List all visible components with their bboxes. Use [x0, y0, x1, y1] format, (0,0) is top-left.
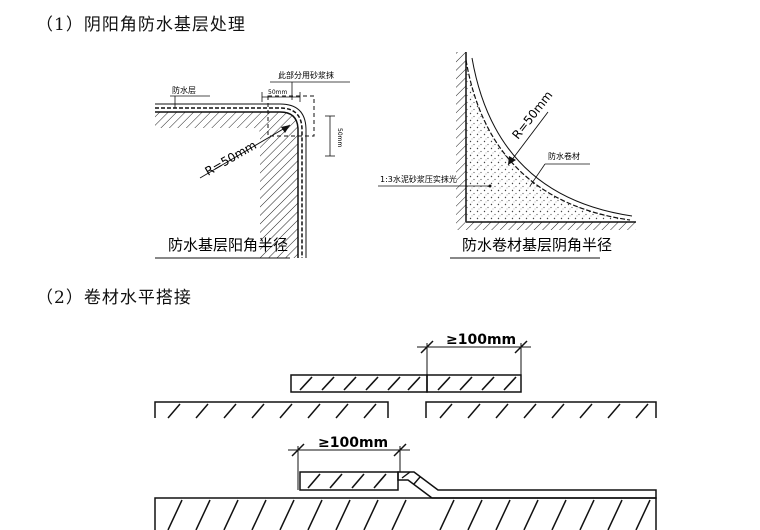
lap-diagram-bottom: [154, 443, 657, 530]
dim-horizontal-label: 50mm: [268, 89, 287, 96]
floor-hatch: [456, 222, 636, 230]
mortar-label: 此部分用砂浆抹: [278, 70, 334, 80]
internal-radius-label: R=50mm: [509, 88, 555, 142]
section-1-heading: （1）阴阳角防水基层处理: [36, 15, 246, 35]
lap-diagram-top: [154, 340, 657, 419]
external-corner-caption: 防水基层阳角半径: [168, 236, 288, 254]
external-corner-figure: [155, 81, 350, 259]
mortar-zone-box: [267, 95, 315, 137]
lap-top-dimension: ≥100mm: [446, 332, 516, 348]
wall-hatch: [456, 52, 466, 222]
internal-corner-figure: [378, 52, 636, 259]
membrane-curve: [465, 59, 631, 221]
dim-vertical-label: 50mm: [336, 128, 343, 147]
section-2-heading: （2）卷材水平搭接: [36, 288, 192, 308]
internal-corner-caption: 防水卷材基层阴角半径: [462, 236, 612, 254]
external-corner-concrete: [155, 112, 298, 258]
mortar-fill: [466, 60, 630, 222]
lap-bottom-dimension: ≥100mm: [318, 435, 388, 451]
membrane-label: 防水卷材: [548, 151, 580, 161]
waterproof-layer-label: 防水层: [172, 85, 196, 95]
mortar-mix-label: 1:3水泥砂浆压实抹光: [380, 174, 457, 184]
external-radius-label: R=50mm: [203, 138, 259, 179]
